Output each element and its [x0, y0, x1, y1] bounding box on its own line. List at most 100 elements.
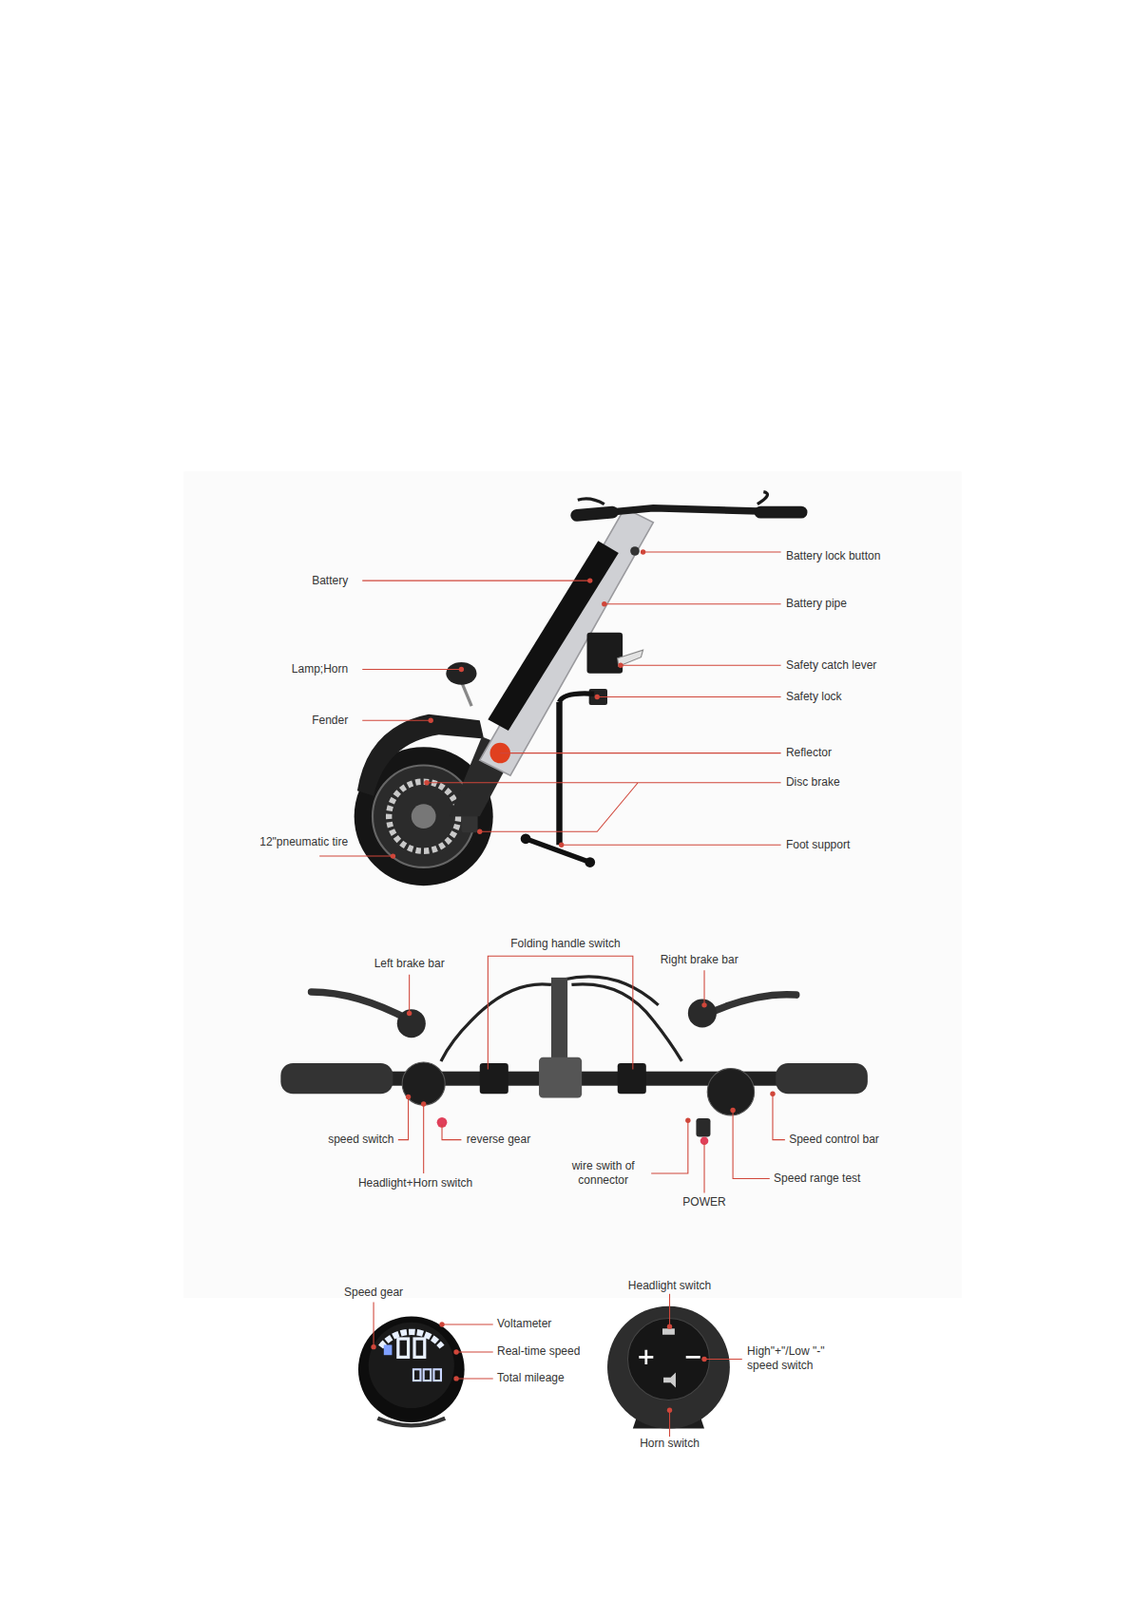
- pod-face: [627, 1319, 710, 1401]
- leader-dot: [406, 1011, 412, 1017]
- leader-line: [319, 856, 393, 858]
- leader-dot: [640, 549, 646, 555]
- handlebar: [576, 508, 802, 517]
- leader-line: [441, 1125, 461, 1141]
- part-label: Lamp;Horn: [291, 662, 348, 677]
- part-label: Headlight+Horn switch: [358, 1176, 473, 1191]
- leader-line: [703, 970, 705, 1006]
- volt-gauge: [381, 1332, 442, 1348]
- leader-line: [362, 580, 590, 582]
- clamp: [538, 1057, 582, 1099]
- plus-icon: [638, 1350, 653, 1365]
- leader-line: [596, 696, 781, 698]
- display-base: [377, 1419, 445, 1427]
- leader-dot: [667, 1323, 672, 1329]
- part-label: Battery pipe: [786, 596, 847, 612]
- leader-dot: [423, 780, 429, 786]
- leader-dot: [390, 853, 396, 859]
- foot-bar: [525, 839, 591, 864]
- leader-dot: [729, 1108, 735, 1113]
- leader-dot: [601, 601, 607, 607]
- part-label: Headlight switch: [628, 1279, 711, 1294]
- leader-dot: [558, 843, 564, 848]
- photo-ground: [183, 471, 961, 1299]
- leader-dot: [405, 1094, 411, 1100]
- speed-digit: [398, 1339, 409, 1358]
- part-label: Right brake bar: [660, 953, 739, 968]
- part-label: Folding handle switch: [510, 937, 620, 952]
- lock-button: [630, 546, 640, 557]
- leader-dot: [370, 1344, 376, 1350]
- minus-icon: [686, 1356, 701, 1360]
- leader-dot: [453, 1376, 459, 1382]
- lamp: [445, 662, 477, 686]
- part-label: Safety catch lever: [786, 658, 877, 673]
- leader-line: [704, 1359, 743, 1361]
- battery-pipe-shape: [479, 508, 654, 776]
- leader-line: [408, 975, 410, 1015]
- part-label: Reflector: [786, 746, 832, 761]
- part-label: Real-time speed: [497, 1344, 580, 1360]
- power-switch: [695, 1118, 710, 1137]
- leader-line: [604, 603, 782, 605]
- mileage-digit: [423, 1369, 432, 1382]
- leader-dot: [428, 718, 434, 724]
- part-label: Battery lock button: [786, 549, 881, 564]
- leader-dot: [685, 1118, 691, 1124]
- levers: [577, 492, 768, 505]
- part-label: Safety lock: [786, 690, 843, 705]
- headlight-icon: [662, 1328, 675, 1335]
- leader-line: [422, 1104, 424, 1174]
- folding-collar: [617, 1063, 647, 1094]
- mileage-digit: [413, 1369, 422, 1382]
- foot-end: [584, 857, 595, 868]
- leader-dot: [587, 577, 593, 583]
- cables: [441, 977, 682, 1062]
- leader-dot: [701, 1357, 707, 1363]
- leader-line: [669, 1410, 671, 1438]
- leader-line: [703, 1143, 705, 1194]
- leader-dot: [617, 663, 623, 669]
- part-label: POWER: [682, 1195, 726, 1210]
- leader-dot: [459, 667, 464, 672]
- part-label: reverse gear: [466, 1132, 531, 1148]
- leader-line: [620, 665, 782, 667]
- leader-dot: [477, 829, 482, 835]
- grip: [775, 1063, 868, 1094]
- leader-dots: [370, 549, 775, 1414]
- leader-dot: [769, 1092, 775, 1097]
- leader-dot: [439, 1322, 444, 1327]
- leader-line: [362, 720, 431, 722]
- leader-line: [561, 844, 782, 846]
- leader-line: [499, 752, 781, 754]
- leader-line: [456, 1378, 494, 1380]
- catch-housing: [587, 633, 624, 674]
- leader-dot: [421, 1101, 426, 1107]
- part-label: Speed gear: [344, 1285, 403, 1301]
- part-label: wire swith of connector: [560, 1159, 647, 1189]
- hub: [411, 804, 437, 829]
- brake-lever: [311, 992, 411, 1021]
- handlebar-figure: [280, 977, 868, 1146]
- part-label: Left brake bar: [374, 957, 445, 972]
- handbike-figure: [354, 492, 802, 887]
- leader-line: [426, 783, 782, 833]
- leader-line: [732, 1110, 770, 1179]
- leader-line: [651, 1120, 689, 1174]
- part-label: Battery: [311, 574, 348, 589]
- brake-housing: [688, 998, 717, 1028]
- leader-line: [772, 1093, 786, 1140]
- fork: [449, 736, 517, 817]
- leader-dot: [594, 694, 600, 700]
- horn-icon: [663, 1372, 676, 1388]
- leader-line: [456, 1351, 494, 1353]
- gear-mark: [383, 1344, 393, 1356]
- part-label: Speed range test: [773, 1171, 861, 1187]
- mileage-digit: [433, 1369, 442, 1382]
- part-label: Voltameter: [497, 1317, 552, 1332]
- control-pod: [402, 1062, 445, 1106]
- part-label: High"+"/Low "-" speed switch: [747, 1344, 843, 1374]
- pod-housing: [607, 1306, 730, 1430]
- part-label: Total mileage: [497, 1371, 565, 1386]
